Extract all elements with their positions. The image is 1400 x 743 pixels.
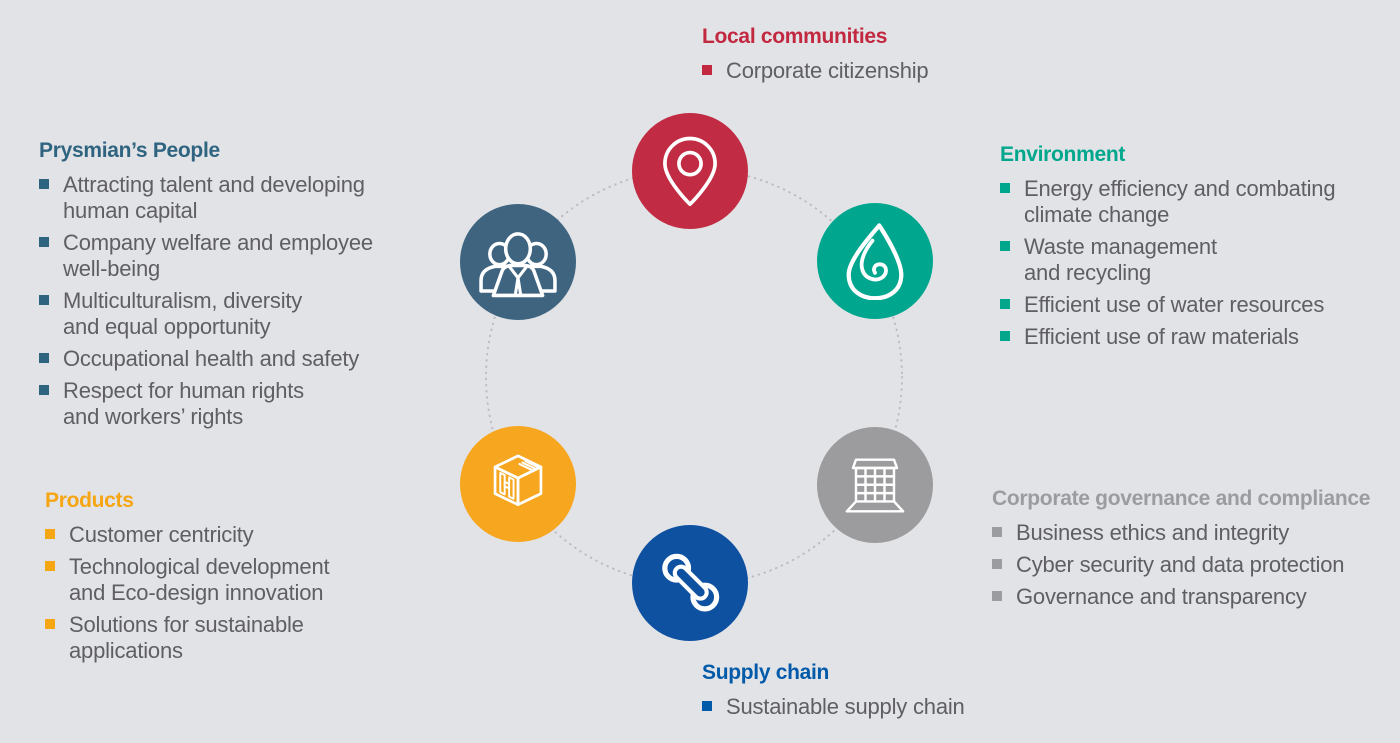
list-item: Customer centricity <box>45 522 515 548</box>
list-item-text: Respect for human rights and workers’ ri… <box>63 378 304 429</box>
package-box-icon <box>493 454 543 507</box>
products-circle <box>460 426 576 542</box>
section-item-list: Customer centricity Technological develo… <box>45 522 515 664</box>
bullet-square-icon <box>702 701 712 711</box>
list-item-text: Cyber security and data protection <box>1016 552 1345 577</box>
bullet-square-icon <box>1000 299 1010 309</box>
section-item-list: Sustainable supply chain <box>702 694 1172 720</box>
environment-circle <box>817 203 933 319</box>
people-icon <box>479 232 557 298</box>
water-drop-icon <box>846 223 904 300</box>
section-item-list: Business ethics and integrity Cyber secu… <box>992 520 1400 610</box>
list-item: Sustainable supply chain <box>702 694 1172 720</box>
bullet-square-icon <box>1000 241 1010 251</box>
bullet-square-icon <box>702 65 712 75</box>
list-item: Technological development and Eco-design… <box>45 554 515 606</box>
governance-circle <box>817 427 933 543</box>
list-item-text: Attracting talent and developing human c… <box>63 172 365 223</box>
section-title: Corporate governance and compliance <box>992 487 1371 510</box>
bullet-square-icon <box>45 561 55 571</box>
section-local-communities: Local communities Corporate citizenship <box>702 24 1172 90</box>
list-item: Multiculturalism, diversity and equal op… <box>39 288 509 340</box>
list-item: Waste management and recycling <box>1000 234 1400 286</box>
list-item-text: Company welfare and employee well-being <box>63 230 373 281</box>
section-products: Products Customer centricity Technologic… <box>45 488 515 670</box>
bullet-square-icon <box>45 619 55 629</box>
bullet-square-icon <box>1000 183 1010 193</box>
section-title: Products <box>45 489 134 512</box>
list-item-text: Corporate citizenship <box>726 58 929 83</box>
section-environment: Environment Energy efficiency and combat… <box>1000 142 1400 356</box>
local-communities-circle <box>632 113 748 229</box>
map-pin-icon <box>663 136 717 207</box>
list-item: Cyber security and data protection <box>992 552 1400 578</box>
section-supply-chain: Supply chain Sustainable supply chain <box>702 660 1172 726</box>
bullet-square-icon <box>39 237 49 247</box>
bullet-square-icon <box>992 591 1002 601</box>
bullet-square-icon <box>39 295 49 305</box>
chain-link-icon <box>662 553 720 612</box>
bullet-square-icon <box>992 559 1002 569</box>
list-item: Respect for human rights and workers’ ri… <box>39 378 509 430</box>
list-item-text: Multiculturalism, diversity and equal op… <box>63 288 303 339</box>
list-item: Governance and transparency <box>992 584 1400 610</box>
list-item-text: Business ethics and integrity <box>1016 520 1290 545</box>
list-item-text: Customer centricity <box>69 522 254 547</box>
section-governance: Corporate governance and compliance Busi… <box>992 486 1400 616</box>
list-item: Corporate citizenship <box>702 58 1172 84</box>
list-item-text: Waste management and recycling <box>1024 234 1217 285</box>
list-item-text: Governance and transparency <box>1016 584 1307 609</box>
list-item-text: Sustainable supply chain <box>726 694 965 719</box>
list-item: Efficient use of raw materials <box>1000 324 1400 350</box>
section-title: Prysmian’s People <box>39 139 220 162</box>
bullet-square-icon <box>992 527 1002 537</box>
bullet-square-icon <box>39 385 49 395</box>
list-item-text: Occupational health and safety <box>63 346 360 371</box>
list-item-text: Energy efficiency and combating climate … <box>1024 176 1336 227</box>
section-title: Environment <box>1000 143 1126 166</box>
section-title: Supply chain <box>702 661 830 684</box>
list-item: Business ethics and integrity <box>992 520 1400 546</box>
list-item: Company welfare and employee well-being <box>39 230 509 282</box>
supply-chain-circle <box>632 525 748 641</box>
list-item: Occupational health and safety <box>39 346 509 372</box>
list-item: Efficient use of water resources <box>1000 292 1400 318</box>
list-item: Attracting talent and developing human c… <box>39 172 509 224</box>
list-item-text: Efficient use of raw materials <box>1024 324 1299 349</box>
bullet-square-icon <box>45 529 55 539</box>
building-icon <box>845 457 905 513</box>
list-item: Solutions for sustainable applications <box>45 612 515 664</box>
section-item-list: Corporate citizenship <box>702 58 1172 84</box>
section-title: Local communities <box>702 25 888 48</box>
list-item-text: Technological development and Eco-design… <box>69 554 330 605</box>
bullet-square-icon <box>39 179 49 189</box>
prysmians-people-circle <box>460 204 576 320</box>
section-prysmians-people: Prysmian’s People Attracting talent and … <box>39 138 509 436</box>
list-item: Energy efficiency and combating climate … <box>1000 176 1400 228</box>
section-item-list: Attracting talent and developing human c… <box>39 172 509 430</box>
section-item-list: Energy efficiency and combating climate … <box>1000 176 1400 350</box>
bullet-square-icon <box>1000 331 1010 341</box>
list-item-text: Solutions for sustainable applications <box>69 612 304 663</box>
bullet-square-icon <box>39 353 49 363</box>
list-item-text: Efficient use of water resources <box>1024 292 1325 317</box>
